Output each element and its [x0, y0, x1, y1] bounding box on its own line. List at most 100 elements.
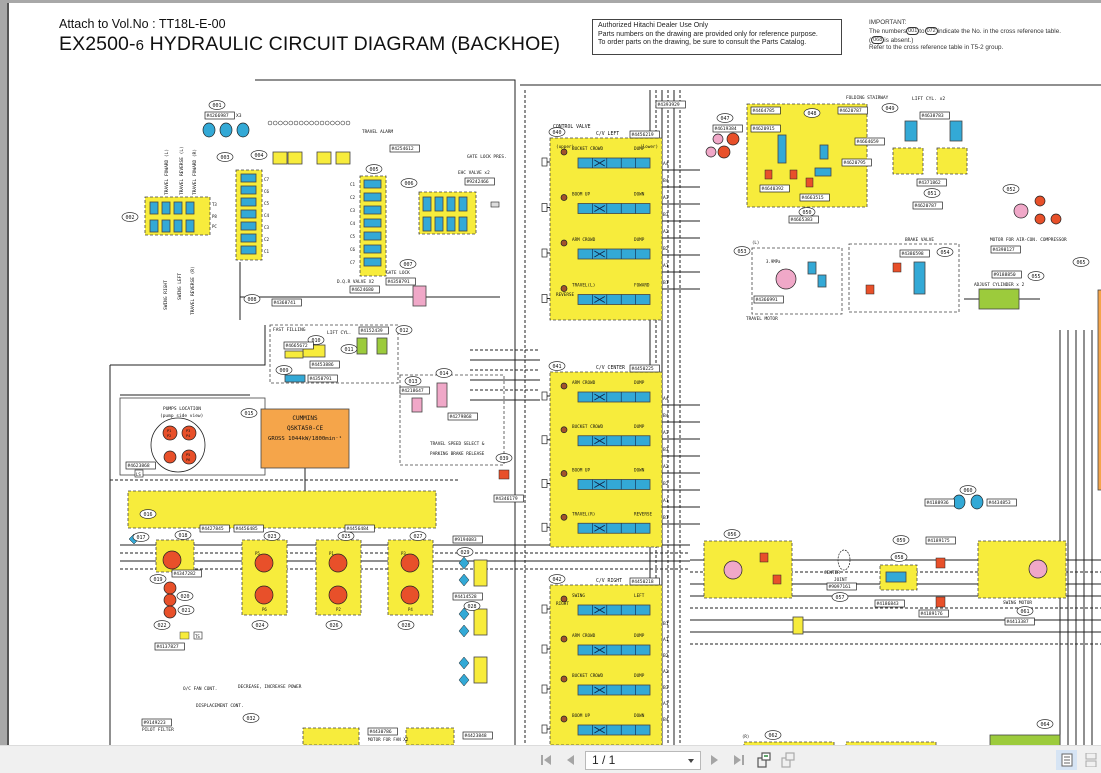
fan-valve-block [405, 727, 455, 745]
pressure-sensor-diamond [458, 556, 470, 570]
lower-label: (lower) [640, 144, 658, 150]
part-number: #4464785 [753, 108, 775, 114]
callout-051: 051 [927, 191, 936, 197]
part-number-box [925, 536, 956, 545]
part-number: #4371862 [919, 180, 941, 186]
part-number: #4450225 [632, 366, 654, 372]
fast-filling-label: FAST FILLING [273, 327, 306, 333]
part-number-box [464, 177, 495, 186]
relief-valve [935, 596, 946, 608]
solenoid-cartridge [446, 196, 456, 212]
spool-cross [594, 686, 605, 694]
relief-valve [892, 262, 902, 273]
solenoid-valve [240, 233, 257, 243]
part-number-box [629, 130, 660, 139]
shuttle-valve [817, 274, 827, 288]
notice-line-3: To order parts on the drawing, be sure t… [598, 39, 807, 47]
solenoid-cartridge [434, 196, 444, 212]
last-page-button[interactable] [730, 752, 746, 768]
spool-cross [594, 205, 605, 212]
part-number-box [389, 144, 420, 153]
callout-bubble [1072, 257, 1090, 267]
lift-cylinder [949, 120, 963, 142]
gate-lock-label: GATE LOCK [386, 270, 410, 276]
brake-valve-label: BRAKE VALVE [905, 237, 934, 243]
control-valve-heading: CONTROL VALVE [553, 124, 591, 130]
part-number-box [349, 285, 380, 294]
relief-valve [759, 552, 769, 563]
pump [1034, 195, 1046, 207]
callout-bubble [733, 246, 751, 256]
rotate-page-button[interactable] [756, 752, 772, 768]
solenoid-valve [240, 173, 257, 183]
reverse-label: REVERSE [556, 292, 575, 298]
pilot-solenoid [560, 715, 568, 723]
pump-label: P2 [336, 607, 341, 612]
first-page-button[interactable] [539, 752, 555, 768]
callout-bubble [325, 620, 343, 630]
attach-volume-line: Attach to Vol.No : TT18L-E-00 [59, 17, 226, 31]
callout-bubble [275, 365, 293, 375]
solenoid-valve [363, 218, 382, 228]
pilot-port [541, 294, 548, 303]
part-number: #4368741 [274, 300, 296, 306]
callout-bubble [243, 294, 261, 304]
callout-bubble [399, 259, 417, 269]
callout-bubble [936, 247, 954, 257]
single-page-view-button[interactable] [1056, 750, 1077, 770]
previous-page-button[interactable] [563, 752, 579, 768]
part-number: #9194083 [455, 537, 477, 543]
pilot-port [541, 604, 548, 614]
part-number: #4665383 [791, 217, 813, 223]
part-number-box [204, 111, 235, 120]
pressure-sensor-diamond [458, 573, 470, 587]
pumps-location-label: PUMPS LOCATION [163, 406, 201, 412]
engine-name: CUMMINS [292, 415, 318, 422]
solenoid-valve [240, 185, 257, 195]
lift-cylinder [356, 337, 368, 355]
part-number: #4456484 [347, 526, 369, 532]
page-number-select[interactable]: 1 / 1 [585, 751, 701, 770]
spool-cross [594, 524, 605, 532]
bottom-block [845, 741, 937, 745]
part-number-box [171, 569, 202, 578]
callout-bubble [251, 620, 269, 630]
port-C7: C7 [350, 260, 356, 265]
document-viewer[interactable]: Attach to Vol.No : TT18L-E-00 EX2500-6 H… [0, 0, 1101, 745]
spool-valve [577, 157, 651, 169]
brake-valve-box [848, 243, 960, 313]
connector-pin [304, 120, 309, 126]
pilot-port [541, 435, 548, 445]
travel-motor-box [751, 247, 843, 315]
callout-028: 028 [401, 623, 410, 629]
callout-bubble [250, 150, 268, 160]
rotate-page-alt-button[interactable] [780, 752, 796, 768]
continuous-view-button[interactable] [1080, 750, 1101, 770]
page-title: EX2500-6 HYDRAULIC CIRCUIT DIAGRAM (BACK… [59, 33, 560, 56]
port-C3: C3 [264, 225, 270, 230]
part-number: #4624680 [352, 287, 374, 293]
travel-speed-label: TRAVEL SPEED SELECT & [430, 441, 485, 447]
next-page-button[interactable] [706, 752, 722, 768]
callout-bubble [803, 108, 821, 118]
hand-pump [712, 133, 724, 145]
port-label-A3: A3 [663, 701, 669, 707]
callout-050: 050 [802, 210, 811, 216]
callout-060: 060 [963, 488, 972, 494]
pump-location-marker [181, 449, 197, 465]
pump-label: P3 [186, 429, 190, 433]
callout-to: 072 [924, 27, 938, 36]
spool-label: BUCKET CROWD [572, 146, 603, 152]
spool-label: DOWN [634, 192, 645, 198]
solenoid-valve [240, 209, 257, 219]
ls-label: LS [136, 472, 141, 477]
part-number: #4427845 [202, 526, 224, 532]
callout-039: 039 [499, 456, 508, 462]
pressure-sensor [490, 201, 500, 208]
solenoid-cartridge [185, 201, 195, 215]
notice-line-1: Authorized Hitachi Dealer Use Only [598, 22, 709, 29]
solenoid-valve [363, 205, 382, 215]
spool-label: ARM CROWD [572, 633, 596, 639]
